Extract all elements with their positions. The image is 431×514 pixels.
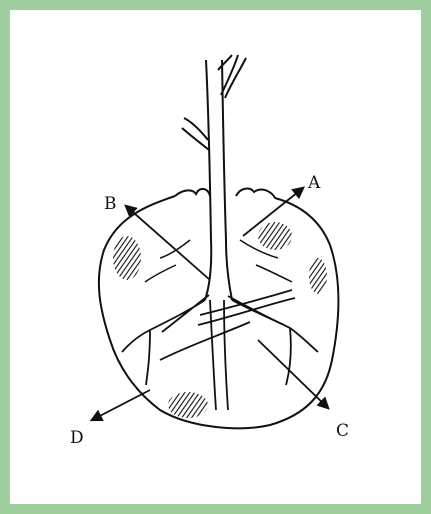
arrow-d (92, 390, 150, 420)
dark-patch-bottom (168, 392, 208, 418)
body-outline (99, 196, 339, 428)
upper-branches (182, 55, 246, 150)
dark-patch-right (309, 258, 327, 294)
dark-patch-left (113, 236, 141, 280)
inner-channels (122, 290, 318, 410)
arrow-c (258, 340, 328, 408)
label-a: A (307, 173, 321, 193)
label-b: B (104, 194, 117, 214)
label-c: C (336, 421, 349, 441)
label-d: D (70, 428, 84, 448)
dark-patch-upper-right (258, 222, 292, 250)
main-stem (205, 60, 232, 300)
